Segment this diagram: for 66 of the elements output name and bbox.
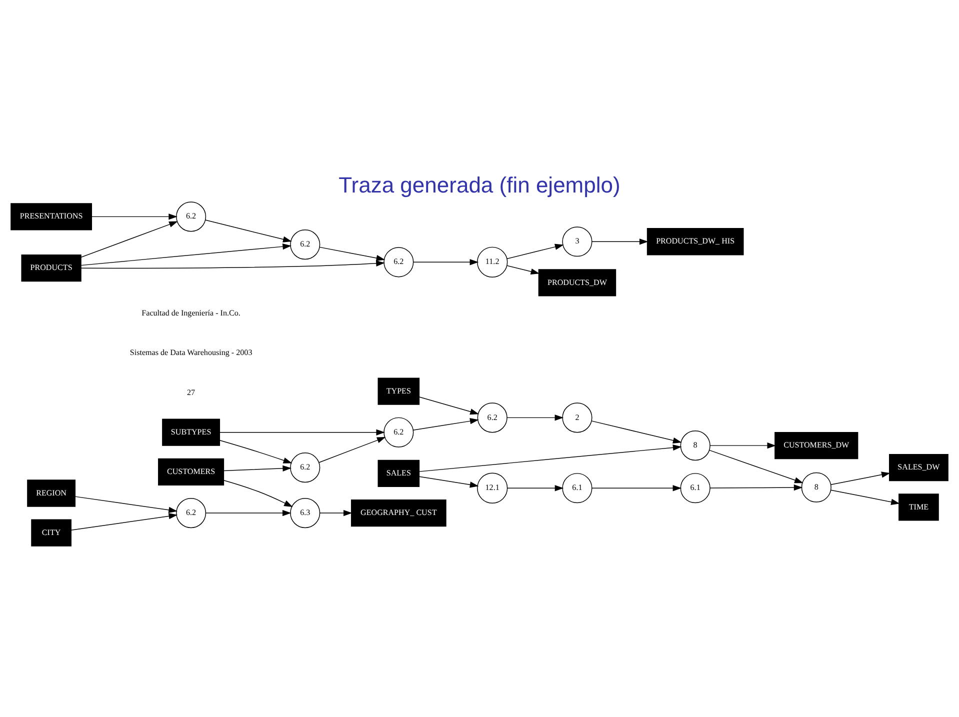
node-box: GEOGRAPHY_ CUST: [350, 498, 446, 526]
arrow: [592, 238, 648, 244]
arrow: [74, 496, 178, 513]
arrow: [506, 243, 564, 259]
arrow: [506, 264, 540, 274]
node-box: PRESENTATIONS: [10, 202, 92, 230]
node-circle: 6.2: [477, 402, 508, 432]
arrow: [830, 471, 890, 485]
arrow: [224, 480, 293, 507]
node-circle: 6.1: [680, 472, 710, 503]
arrow: [506, 484, 564, 491]
arrow: [80, 260, 385, 268]
arrow: [220, 440, 292, 463]
node-box: CITY: [31, 518, 72, 546]
arrow: [710, 442, 776, 448]
node-circle: 12.1: [477, 472, 508, 503]
arrow: [70, 512, 178, 530]
node-box: SALES_DW: [889, 454, 948, 481]
arrow: [506, 414, 564, 420]
arrow: [223, 464, 292, 471]
node-circle: 6.2: [384, 416, 414, 447]
node-circle: 6.2: [176, 201, 206, 232]
node-circle: 6.2: [384, 246, 414, 277]
label: Sistemas de Data Warehousing - 2003: [130, 348, 252, 357]
arrow: [80, 220, 178, 258]
node-box: SALES: [378, 459, 420, 487]
node-box: TIME: [898, 493, 939, 520]
arrow: [219, 428, 386, 435]
arrow: [205, 219, 292, 242]
arrow: [319, 246, 386, 261]
node-box: CUSTOMERS: [158, 458, 224, 486]
arrow: [419, 396, 479, 414]
diagram-title: Traza generada (fin ejemplo): [338, 172, 620, 197]
node-box: SUBTYPES: [162, 418, 220, 446]
node-box: PRODUCTS_DW_ HIS: [646, 228, 744, 255]
arrow: [412, 418, 479, 430]
arrow: [710, 484, 803, 490]
node-box: TYPES: [378, 377, 420, 404]
node-circle: 3: [562, 226, 592, 256]
arrow: [592, 484, 682, 491]
node-circle: 11.2: [477, 246, 508, 278]
node-circle: 6.3: [290, 498, 320, 528]
arrow: [318, 436, 386, 462]
node-box: REGION: [27, 479, 76, 506]
node-circle: 8: [801, 472, 832, 502]
node-circle: 6.2: [290, 452, 320, 482]
node-box: PRODUCTS_DW: [538, 268, 616, 296]
arrow: [205, 509, 292, 516]
arrow: [708, 449, 804, 483]
arrow: [80, 243, 292, 266]
arrow: [418, 444, 682, 472]
arrow: [319, 509, 352, 516]
node-circle: 2: [562, 402, 592, 432]
node-circle: 6.1: [562, 472, 592, 503]
label: 27: [187, 387, 196, 396]
arrow: [91, 213, 178, 220]
node-circle: 6.2: [176, 498, 206, 528]
arrow: [830, 489, 900, 504]
label: Facultad de Ingeniería - In.Co.: [142, 308, 240, 318]
node-circle: 6.2: [290, 229, 320, 260]
node-box: CUSTOMERS_DW: [774, 432, 858, 459]
arrow: [419, 476, 479, 488]
node-circle: 8: [680, 430, 710, 460]
arrow: [413, 258, 479, 265]
arrow: [591, 420, 682, 443]
node-box: PRODUCTS: [21, 254, 82, 282]
